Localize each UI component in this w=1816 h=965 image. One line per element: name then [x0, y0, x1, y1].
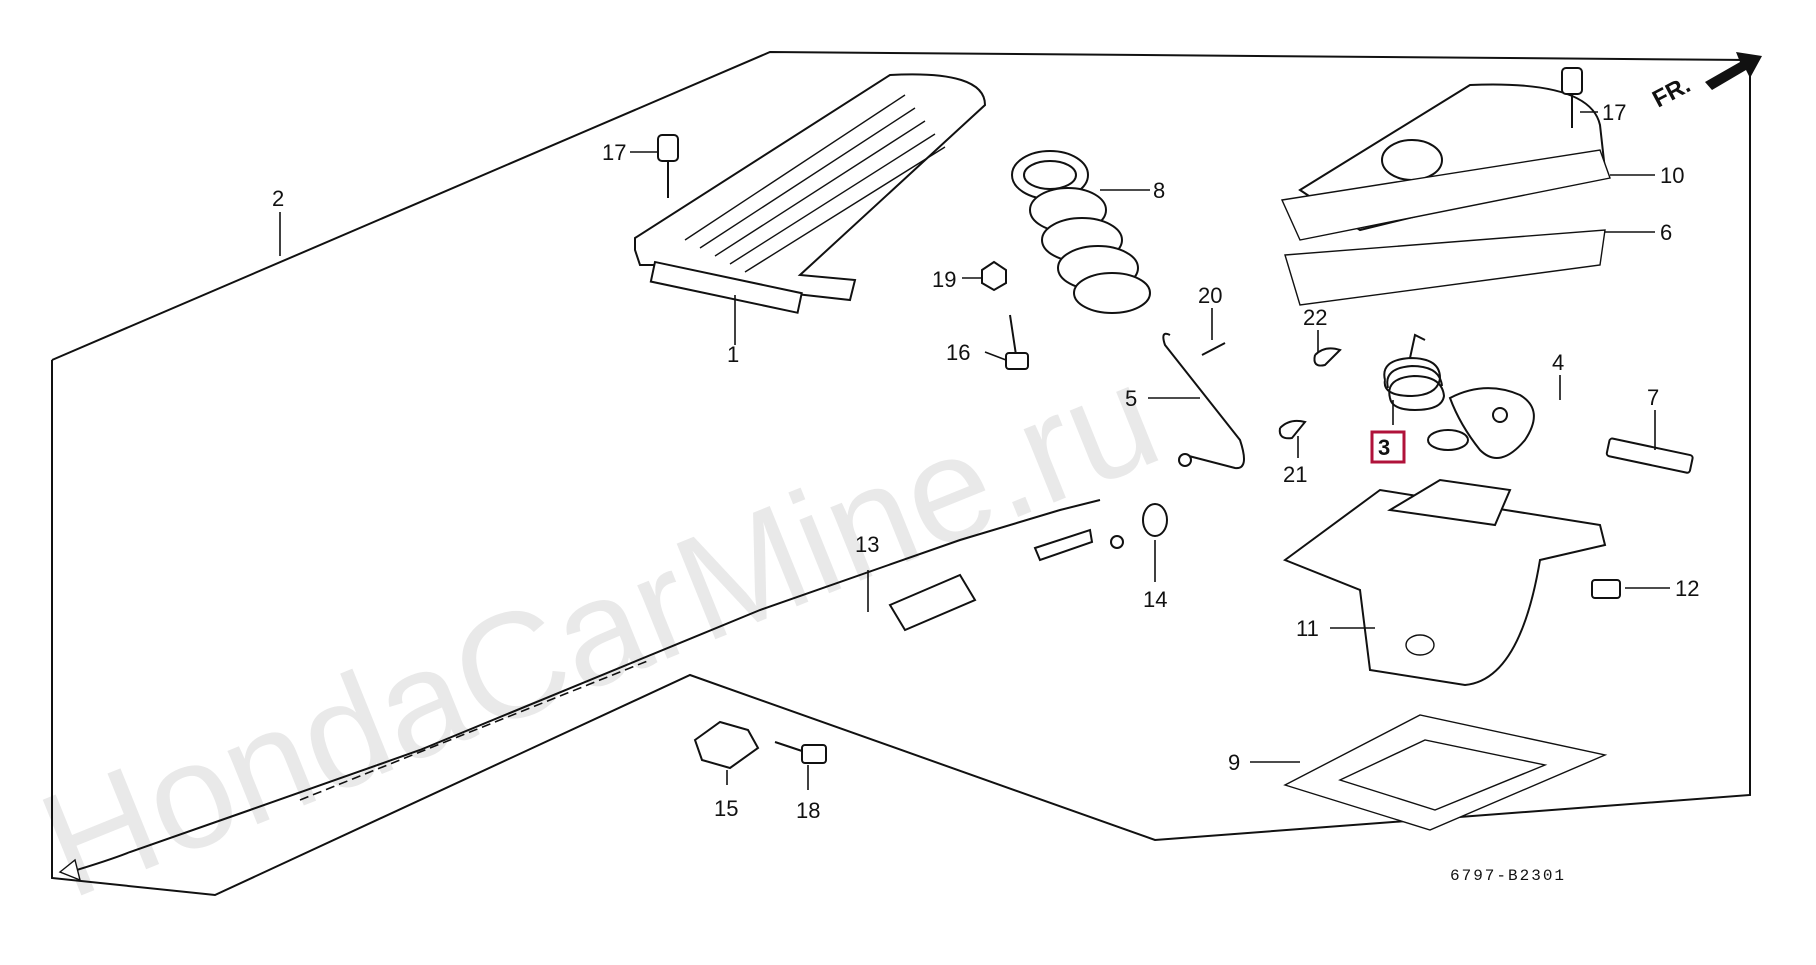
part-17-bolt-left[interactable] — [657, 134, 679, 198]
label-part-16: 16 — [946, 340, 970, 365]
label-part-18: 18 — [796, 798, 820, 823]
part-19-nut[interactable] — [981, 260, 1007, 292]
part-9-plate[interactable] — [1283, 714, 1608, 831]
label-part-19: 19 — [932, 267, 956, 292]
part-20-pin[interactable] — [1201, 342, 1226, 356]
part-13-cable[interactable] — [58, 499, 1124, 882]
label-part-14: 14 — [1143, 587, 1167, 612]
label-part-11: 11 — [1296, 616, 1319, 641]
part-1-pedal[interactable] — [634, 73, 987, 314]
part-3-spring[interactable] — [1383, 333, 1446, 412]
part-17-bolt-right[interactable] — [1561, 67, 1583, 128]
label-part-20: 20 — [1198, 283, 1222, 308]
highlight-box-part-3 — [1370, 430, 1406, 464]
part-5-rod[interactable] — [1162, 332, 1245, 470]
part-4-bracket[interactable] — [1427, 387, 1535, 459]
part-15-clamp[interactable] — [693, 720, 760, 770]
label-part-12: 12 — [1675, 576, 1699, 601]
part-16-bolt[interactable] — [1005, 314, 1029, 370]
assembly-boundary — [51, 50, 1751, 897]
part-6-gasket[interactable] — [1284, 229, 1606, 306]
label-part-17b: 17 — [1602, 100, 1626, 125]
watermark-text: HondaCarMine.ru — [19, 330, 1180, 929]
label-part-6: 6 — [1660, 220, 1672, 245]
diagram-code: 6797-B2301 — [1450, 867, 1566, 885]
part-22-clip[interactable] — [1313, 347, 1342, 367]
part-10-cover[interactable] — [1280, 83, 1611, 241]
label-part-3[interactable]: 3 — [1378, 435, 1390, 460]
label-part-17a: 17 — [602, 140, 626, 165]
part-8-boot[interactable] — [1011, 150, 1151, 314]
part-11-housing[interactable] — [1282, 478, 1607, 687]
label-part-7: 7 — [1647, 385, 1659, 410]
label-part-4: 4 — [1552, 350, 1564, 375]
label-part-9: 9 — [1228, 750, 1240, 775]
part-7-pin[interactable] — [1605, 437, 1694, 474]
leader-16 — [984, 351, 1007, 361]
label-part-13: 13 — [855, 532, 879, 557]
front-direction-label: FR. — [1648, 71, 1695, 113]
label-part-8: 8 — [1153, 178, 1165, 203]
label-part-10: 10 — [1660, 163, 1684, 188]
label-part-22: 22 — [1303, 305, 1327, 330]
front-arrow-icon — [1705, 52, 1762, 90]
label-part-15: 15 — [714, 796, 738, 821]
label-part-1: 1 — [727, 342, 739, 367]
label-part-2: 2 — [272, 186, 284, 211]
part-21-clip[interactable] — [1278, 419, 1307, 440]
front-direction-arrow: FR. — [1648, 52, 1762, 113]
label-part-21: 21 — [1283, 462, 1307, 487]
part-18-bolt[interactable] — [774, 741, 827, 764]
label-part-5: 5 — [1125, 386, 1137, 411]
part-14-washer[interactable] — [1142, 503, 1168, 537]
part-12-block[interactable] — [1591, 579, 1621, 599]
